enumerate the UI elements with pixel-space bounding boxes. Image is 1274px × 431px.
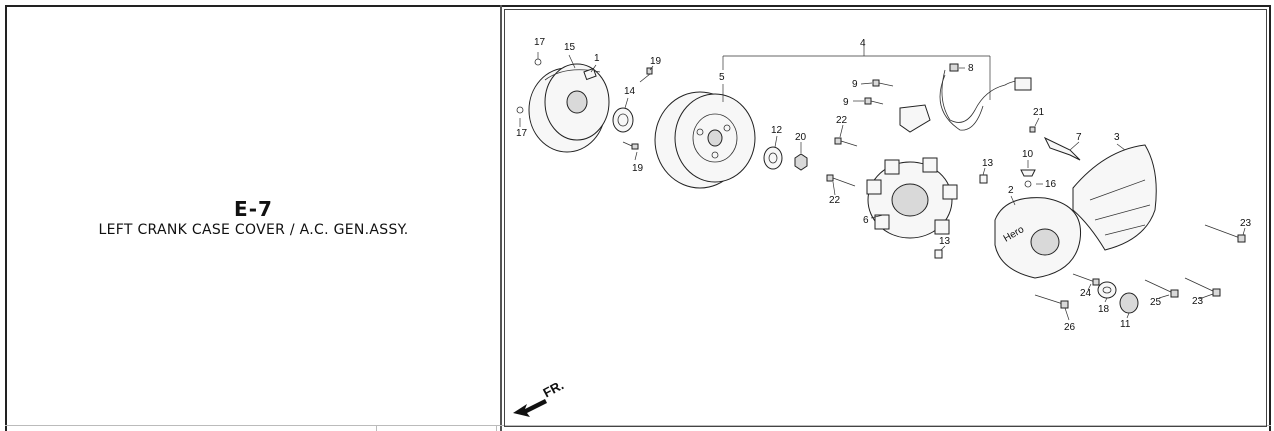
front-arrow-icon xyxy=(513,399,547,417)
part-fan-shroud xyxy=(1072,144,1157,251)
callout: 26 xyxy=(1064,322,1076,333)
front-direction-indicator: FR. xyxy=(513,377,566,417)
callout: 7 xyxy=(1076,132,1082,143)
part-bolt xyxy=(639,67,653,83)
direction-label: FR. xyxy=(541,377,567,400)
part-long-bolt xyxy=(1204,224,1246,243)
callout: 6 xyxy=(863,215,869,226)
part-ring xyxy=(1024,180,1032,188)
callout: 2 xyxy=(1008,185,1014,196)
callout: 25 xyxy=(1150,297,1162,308)
part-washer xyxy=(1097,281,1117,299)
callout: 19 xyxy=(632,163,644,174)
callout: 24 xyxy=(1080,288,1092,299)
callout: 17 xyxy=(534,37,546,48)
callout: 19 xyxy=(650,56,662,67)
callout: 17 xyxy=(516,128,528,139)
part-nut xyxy=(794,153,808,171)
part-wire-harness xyxy=(941,69,1021,123)
callout: 21 xyxy=(1033,107,1045,118)
callout: 13 xyxy=(939,236,951,247)
callout: 5 xyxy=(719,72,725,83)
callout: 18 xyxy=(1098,304,1110,315)
bottom-rule xyxy=(5,425,1271,426)
part-washer xyxy=(763,146,783,170)
part-stator-bolt xyxy=(826,174,856,187)
callout: 16 xyxy=(1045,179,1057,190)
bottom-tick xyxy=(496,425,497,431)
figure-caption-panel: E-7 LEFT CRANK CASE COVER / A.C. GEN.ASS… xyxy=(7,7,500,425)
part-dowel xyxy=(934,249,943,259)
callout: 9 xyxy=(852,79,858,90)
figure-title: LEFT CRANK CASE COVER / A.C. GEN.ASSY. xyxy=(98,222,409,238)
part-pulser-coil xyxy=(899,104,931,133)
figure-code: E-7 xyxy=(234,197,273,221)
part-stator-bolt xyxy=(834,137,858,147)
part-clamp xyxy=(1043,136,1081,161)
callout: 13 xyxy=(982,158,994,169)
callout: 14 xyxy=(624,86,636,97)
part-o-ring xyxy=(534,58,542,66)
part-grommet xyxy=(1020,169,1036,177)
callout: 20 xyxy=(795,132,807,143)
outer-border xyxy=(5,5,1271,431)
part-oil-seal xyxy=(612,107,634,133)
part-flywheel-cover xyxy=(528,63,610,153)
callout: 3 xyxy=(1114,132,1120,143)
part-stator xyxy=(866,157,958,239)
callout: 23 xyxy=(1240,218,1252,229)
part-left-crankcase-cover: Hero xyxy=(994,197,1082,279)
part-long-bolt xyxy=(1184,277,1221,297)
part-bolt xyxy=(622,141,639,150)
callout: 22 xyxy=(836,115,848,126)
part-bolt xyxy=(1029,126,1036,133)
part-flywheel xyxy=(654,91,756,189)
leader-lines xyxy=(519,40,1246,321)
part-dowel xyxy=(979,174,988,184)
diagram-border xyxy=(504,9,1267,427)
callout: 12 xyxy=(771,125,783,136)
callout: 8 xyxy=(968,63,974,74)
column-divider xyxy=(500,5,502,431)
callout: 9 xyxy=(843,97,849,108)
part-connector xyxy=(1014,77,1032,91)
callout: 11 xyxy=(1120,319,1131,330)
part-long-bolt xyxy=(1034,294,1069,309)
callout: 10 xyxy=(1022,149,1034,160)
callout: 22 xyxy=(829,195,841,206)
callout: 23 xyxy=(1192,296,1204,307)
callout-numbers: 17 15 1 19 14 17 19 5 4 8 9 9 22 12 20 2… xyxy=(516,37,1252,333)
callout: 15 xyxy=(564,42,576,53)
bottom-tick xyxy=(376,425,377,431)
part-pulser-screws xyxy=(864,79,894,105)
part-long-bolt xyxy=(1072,273,1100,286)
part-long-bolt xyxy=(1144,279,1179,298)
part-cap xyxy=(1119,292,1139,314)
callout: 4 xyxy=(860,38,866,49)
callout: 1 xyxy=(594,53,600,64)
part-clip xyxy=(949,63,959,72)
part-o-ring xyxy=(516,106,524,114)
exploded-parts-diagram: Hero xyxy=(513,37,1252,417)
